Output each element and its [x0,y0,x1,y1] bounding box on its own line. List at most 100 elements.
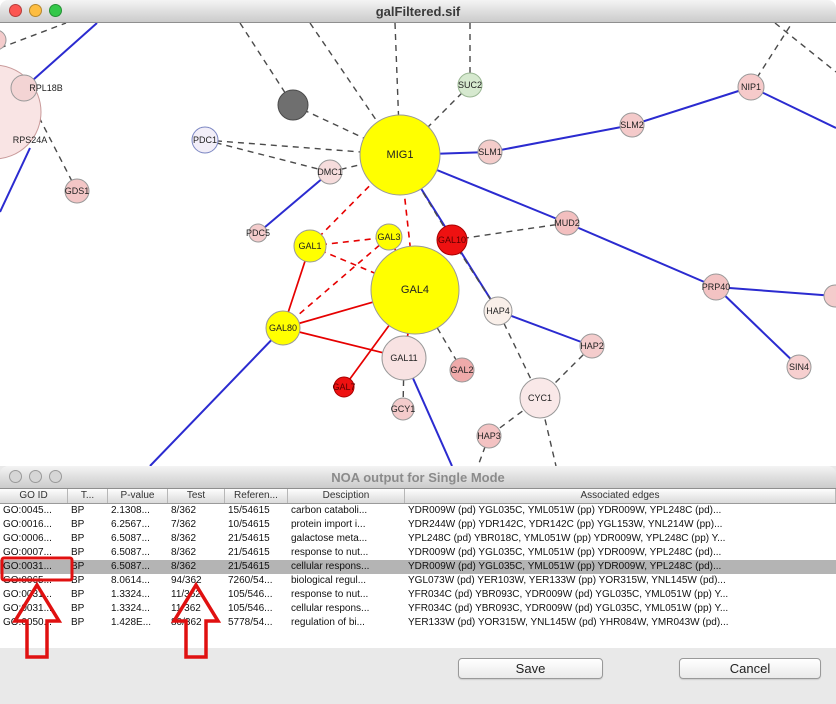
node-label: SIN4 [789,362,809,372]
column-header-go-id[interactable]: GO ID [0,489,68,503]
node-RPL18B[interactable] [10,74,38,102]
column-header-referen[interactable]: Referen... [225,489,288,503]
node-PRP40[interactable] [702,273,730,301]
node-PDC1[interactable] [191,126,219,154]
node-label: PRP40 [702,282,731,292]
minimize-button[interactable] [29,4,42,17]
table-cell: BP [71,505,85,516]
node-label: NIP1 [741,82,761,92]
save-button[interactable]: Save [458,658,603,679]
node-DMC1[interactable] [317,159,343,185]
table-cell: YGL073W (pd) YER103W, YER133W (pp) YOR31… [408,575,726,586]
node-label: MUD2 [554,218,580,228]
close-button[interactable] [9,4,22,17]
table-cell: GO:0006... [3,533,52,544]
edge-blue [497,310,593,347]
node-HAP4[interactable] [483,296,513,326]
table-cell: 8/362 [171,533,197,544]
node-label: GAL2 [450,365,473,375]
node-GAL11[interactable] [381,335,427,381]
table-cell: YDR244W (pp) YDR142C, YDR142C (pp) YGL15… [408,519,723,530]
column-header-test[interactable]: Test [168,489,225,503]
close-button[interactable] [9,470,22,483]
edge-blue [715,286,800,368]
edge-dash [292,104,401,156]
edge-blue [257,171,331,234]
table-cell: 21/54615 [228,561,270,572]
column-header-desciption[interactable]: Desciption [288,489,405,503]
graph-window-title: galFiltered.sif [375,3,461,19]
table-cell: 6.5087... [111,533,150,544]
table-cell: GO:0065... [3,575,52,586]
graph-window-titlebar[interactable]: galFiltered.sif [0,0,836,23]
column-header-t[interactable]: T... [68,489,108,503]
node-label: CYC1 [528,393,552,403]
table-cell: GO:0050... [3,617,52,628]
node-GAL80[interactable] [265,310,301,346]
table-cell: 11/362 [171,589,201,600]
table-cell: BP [71,561,85,572]
node-NIP1[interactable] [737,73,765,101]
node-SIN4[interactable] [786,354,812,380]
node-SLM1[interactable] [477,139,503,165]
table-cell: BP [71,519,85,530]
node-GAL7[interactable] [333,376,355,398]
node-label: PDC1 [193,135,217,145]
node-edgenode[interactable] [823,284,836,308]
node-GCY1[interactable] [391,397,415,421]
node-PDC5[interactable] [248,223,268,243]
table-cell: regulation of bi... [291,617,365,628]
edge-blue [489,124,633,153]
table-cell: 10/54615 [228,519,270,530]
node-GAL2[interactable] [449,357,475,383]
node-MUD2[interactable] [554,210,580,236]
node-GAL4[interactable] [370,245,460,335]
table-cell: 21/54615 [228,547,270,558]
table-cell: BP [71,547,85,558]
noa-window-titlebar[interactable]: NOA output for Single Mode [0,466,836,489]
node-SLM2[interactable] [619,112,645,138]
edge-blue [566,222,717,288]
table-cell: YDR009W (pd) YGL035C, YML051W (pp) YDR00… [408,547,722,558]
node-label: MIG1 [387,149,414,161]
table-cell: YPL248C (pd) YBR018C, YML051W (pp) YDR00… [408,533,726,544]
cancel-button[interactable]: Cancel [679,658,821,679]
node-CYC1[interactable] [519,377,561,419]
column-header-associated-edges[interactable]: Associated edges [405,489,836,503]
node-HAP2[interactable] [579,333,605,359]
node-darknode[interactable] [277,89,309,121]
node-label: RPS24A [13,135,48,145]
node-GAL10[interactable] [436,224,468,256]
table-cell: 2.1308... [111,505,150,516]
node-GDS1[interactable] [64,178,90,204]
node-GAL3[interactable] [375,223,403,251]
edge-blue [715,286,836,297]
table-cell: GO:0045... [3,505,52,516]
network-canvas[interactable]: RPS24ARPL18BGDS1PDC1DMC1MIG1SUC2SLM1SLM2… [0,23,836,466]
zoom-button[interactable] [49,4,62,17]
zoom-button[interactable] [49,470,62,483]
edge-blue [631,86,752,126]
node-HAP3[interactable] [476,423,502,449]
column-header-p-value[interactable]: P-value [108,489,168,503]
table-cell: YFR034C (pd) YBR093C, YDR009W (pd) YGL03… [408,603,729,614]
minimize-button[interactable] [29,470,42,483]
table-cell: 1.3324... [111,589,150,600]
node-GAL1[interactable] [293,229,327,263]
table-cell: YDR009W (pd) YGL035C, YML051W (pp) YDR00… [408,561,722,572]
node-MIG1[interactable] [359,114,441,196]
table-cell: response to nut... [291,547,369,558]
edge-blue [23,23,98,89]
node-leftedge1[interactable] [0,30,7,50]
node-SUC2[interactable] [457,72,483,98]
